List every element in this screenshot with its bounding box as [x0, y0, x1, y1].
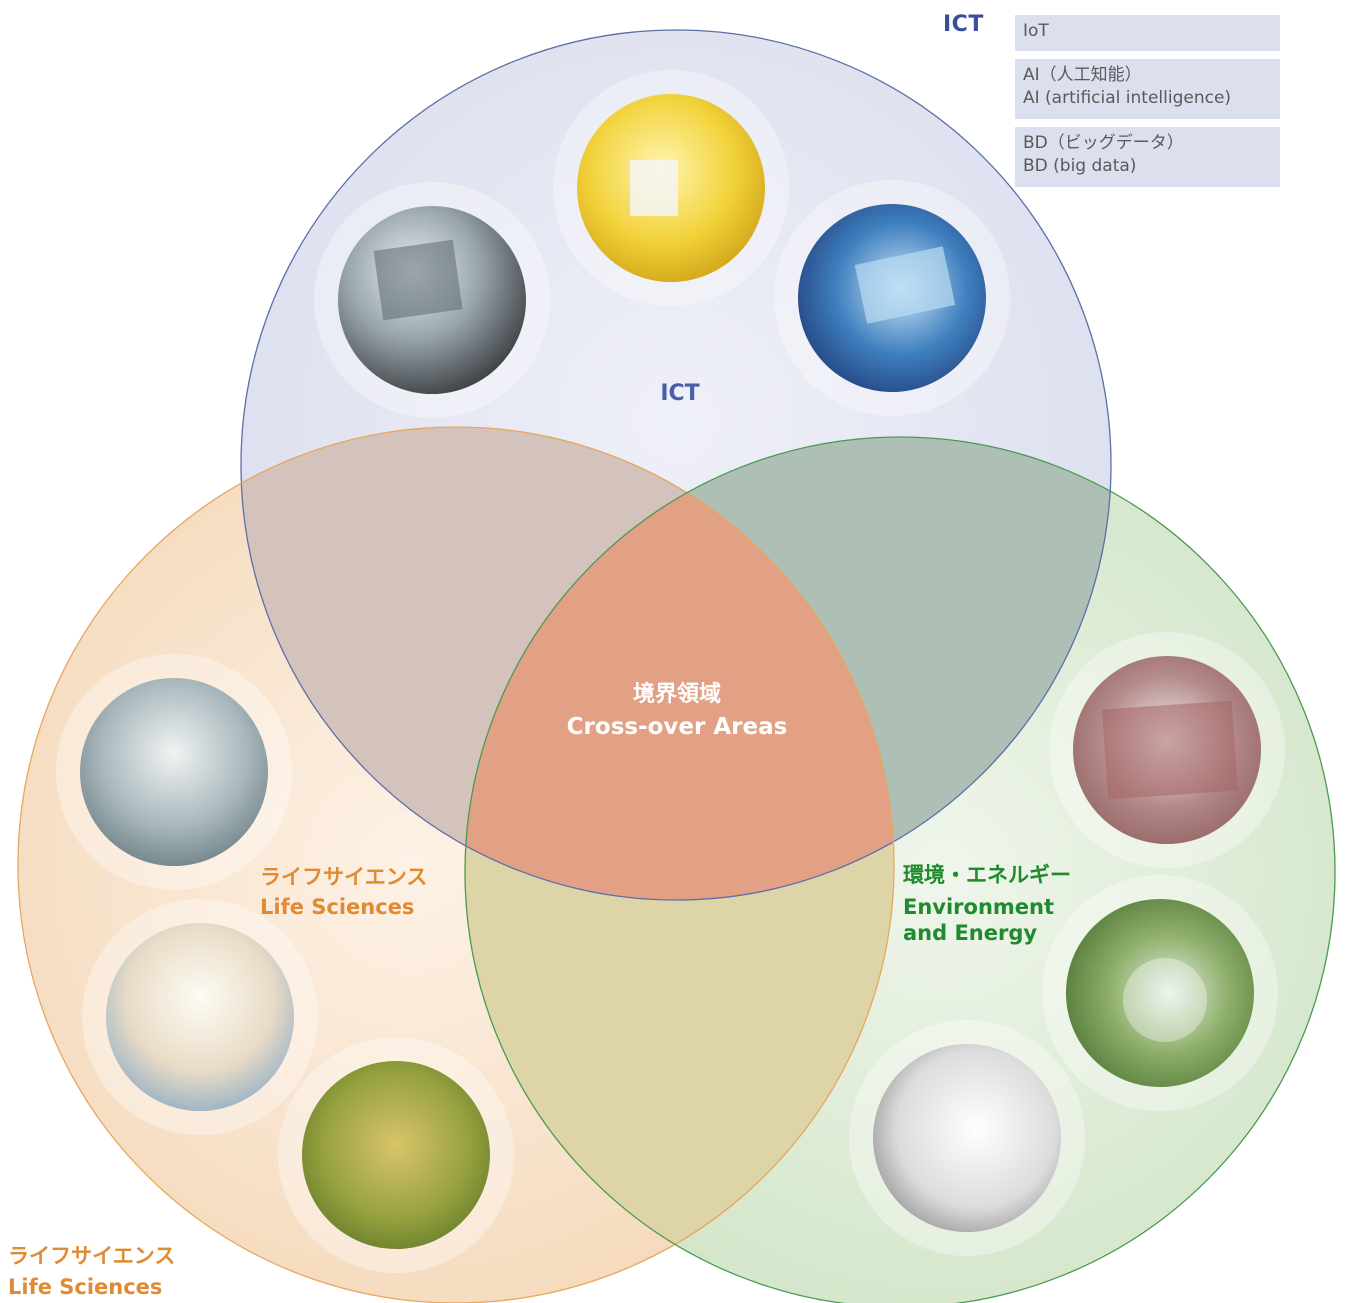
ict-circle-label: ICT — [660, 381, 700, 406]
life-sciences-legend: ライフサイエンス Life Sciences — [8, 1241, 175, 1303]
white-material-photo — [873, 1044, 1061, 1232]
life-sciences-label-jp: ライフサイエンス — [260, 865, 428, 889]
surgeons-photo — [80, 678, 268, 866]
cross-over-label: 境界領域 Cross-over Areas — [527, 676, 827, 740]
life-sciences-legend-en: Life Sciences — [8, 1275, 163, 1299]
ict-list-title: ICT — [943, 12, 984, 37]
environment-label: 環境・エネルギー Environment and Energy — [903, 862, 1071, 946]
environment-label-jp: 環境・エネルギー — [903, 863, 1071, 887]
environment-label-en1: Environment — [903, 895, 1055, 919]
life-sciences-label-en: Life Sciences — [260, 895, 415, 919]
cross-over-label-en: Cross-over Areas — [566, 714, 788, 740]
cross-over-region — [465, 437, 894, 900]
pills-photo — [106, 923, 294, 1111]
ai-chip-label-jp: AI（人工知能） — [1023, 65, 1142, 85]
life-sciences-legend-jp: ライフサイエンス — [8, 1244, 176, 1268]
ai-chip: AI（人工知能） AI (artificial intelligence) — [1015, 59, 1280, 119]
iot-chip: IoT — [1015, 15, 1280, 51]
rice-plant-photo — [302, 1061, 490, 1249]
bd-chip-label-jp: BD（ビッグデータ） — [1023, 133, 1184, 153]
glass-globe-photo — [1066, 899, 1254, 1087]
iot-chip-label: IoT — [1023, 21, 1049, 41]
ai-chip-label-en: AI (artificial intelligence) — [1023, 88, 1232, 108]
bd-chip-label-en: BD (big data) — [1023, 156, 1137, 176]
life-sciences-label: ライフサイエンス Life Sciences — [260, 862, 427, 922]
cross-over-label-jp: 境界領域 — [632, 682, 721, 707]
environment-label-en2: and Energy — [903, 921, 1038, 945]
bd-chip: BD（ビッグデータ） BD (big data) — [1015, 127, 1280, 187]
